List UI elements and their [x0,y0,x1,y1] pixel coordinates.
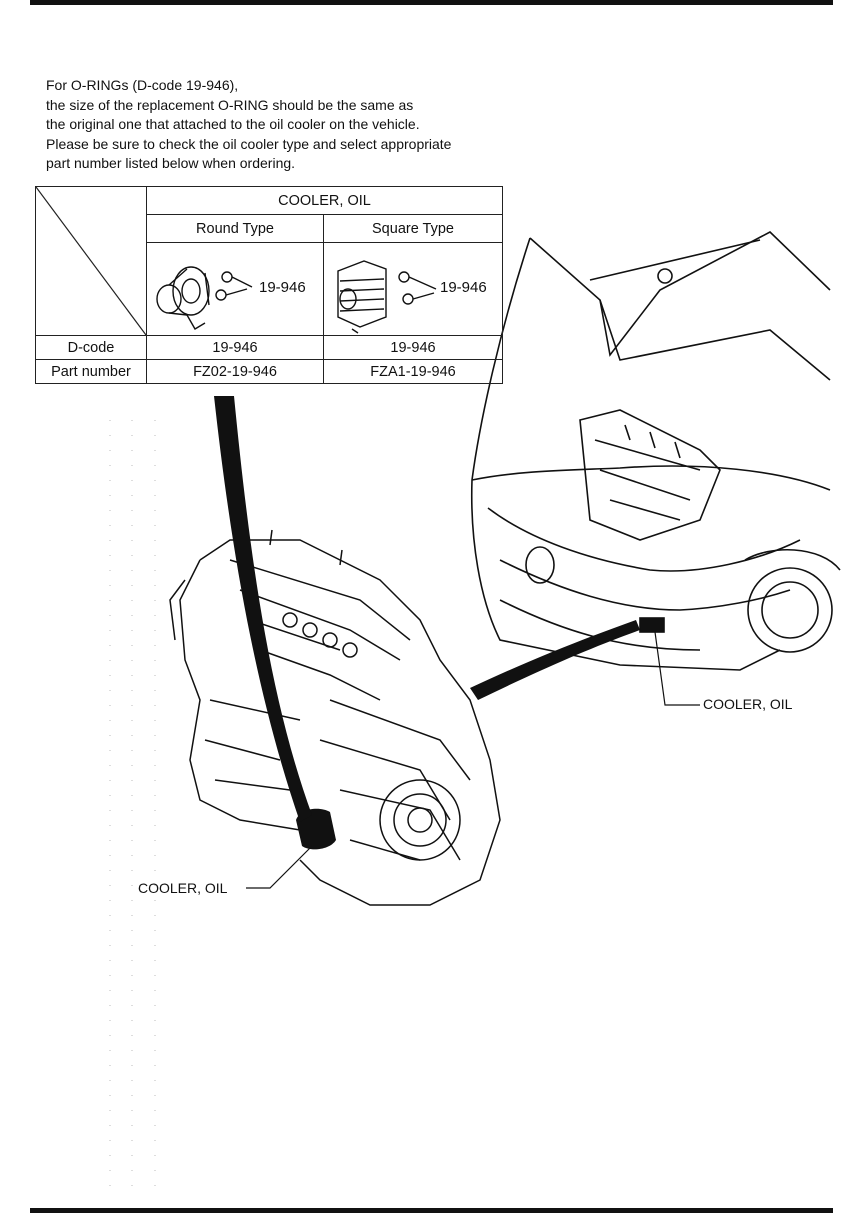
square-type-code: 19-946 [440,279,487,296]
top-rule [30,0,833,5]
round-oil-cooler-icon [156,266,253,330]
part-number-square: FZA1-19-946 [323,359,503,384]
o-ring-icon [215,271,253,301]
vehicle-drawing [470,231,841,671]
column-square-type: Square Type [323,214,503,243]
engine-drawing [169,529,501,906]
square-type-image-cell: 19-946 [323,242,503,336]
engine-callout-label: COOLER, OIL [138,880,228,896]
note-line: the size of the replacement O-RING shoul… [46,96,414,113]
ordering-note: For O-RINGs (D-code 19-946), the size of… [46,76,451,174]
square-oil-cooler-icon [337,260,437,334]
column-round-type: Round Type [146,214,324,243]
note-line: Please be sure to check the oil cooler t… [46,135,452,152]
round-type-image-cell: 19-946 [146,242,324,336]
d-code-round: 19-946 [146,335,324,360]
round-type-code: 19-946 [259,279,306,296]
vehicle-callout-label: COOLER, OIL [703,696,793,712]
note-line: the original one that attached to the oi… [46,116,420,132]
d-code-square: 19-946 [323,335,503,360]
o-ring-icon [398,271,437,305]
note-line: For O-RINGs (D-code 19-946), [46,77,239,93]
table-corner-cell [35,186,147,336]
oil-cooler-table: COOLER, OIL Round Type Square Type [35,186,503,384]
row-label-d-code: D-code [35,335,147,360]
part-number-round: FZ02-19-946 [146,359,324,384]
note-line: part number listed below when ordering. [46,155,296,171]
table-header: COOLER, OIL [146,186,503,215]
bottom-rule [30,1208,833,1213]
row-label-part-number: Part number [35,359,147,384]
